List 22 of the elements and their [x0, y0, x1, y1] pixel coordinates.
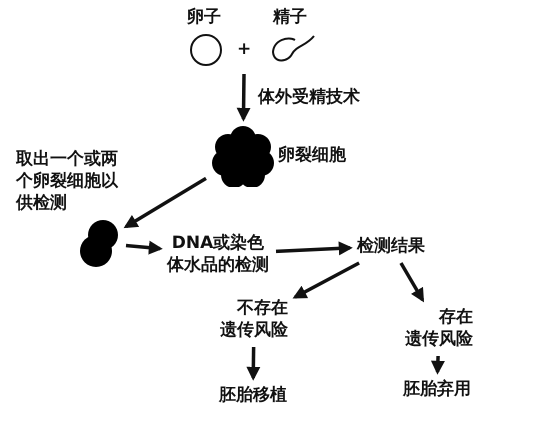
plus-sign: +	[237, 38, 252, 60]
edge-label: 体外受精技术	[258, 86, 360, 108]
arrow	[236, 74, 251, 122]
arrow	[126, 240, 163, 255]
arrow	[292, 261, 360, 299]
cell-label: 卵子	[186, 6, 222, 28]
arrow	[430, 356, 445, 375]
step-text: 检测结果	[356, 235, 426, 257]
cell-cluster-drawing	[212, 125, 274, 187]
cell-caption: 卵裂细胞	[278, 144, 347, 166]
step-text: 存在遗传风险	[404, 306, 474, 350]
step-text: 胚胎弃用	[402, 378, 472, 400]
arrow	[246, 346, 260, 381]
step-text: 不存在遗传风险	[219, 297, 289, 341]
arrow	[399, 262, 424, 302]
step-text: DNA或染色体水品的检测	[166, 232, 270, 276]
cell-caption: 取出一个或两个卵裂细胞以供检测	[16, 148, 120, 214]
step-text: 胚胎移植	[218, 384, 288, 406]
arrow	[124, 176, 207, 228]
arrow	[276, 241, 353, 256]
cell-pair-drawing	[78, 218, 120, 268]
cell-label: 精子	[272, 6, 308, 28]
